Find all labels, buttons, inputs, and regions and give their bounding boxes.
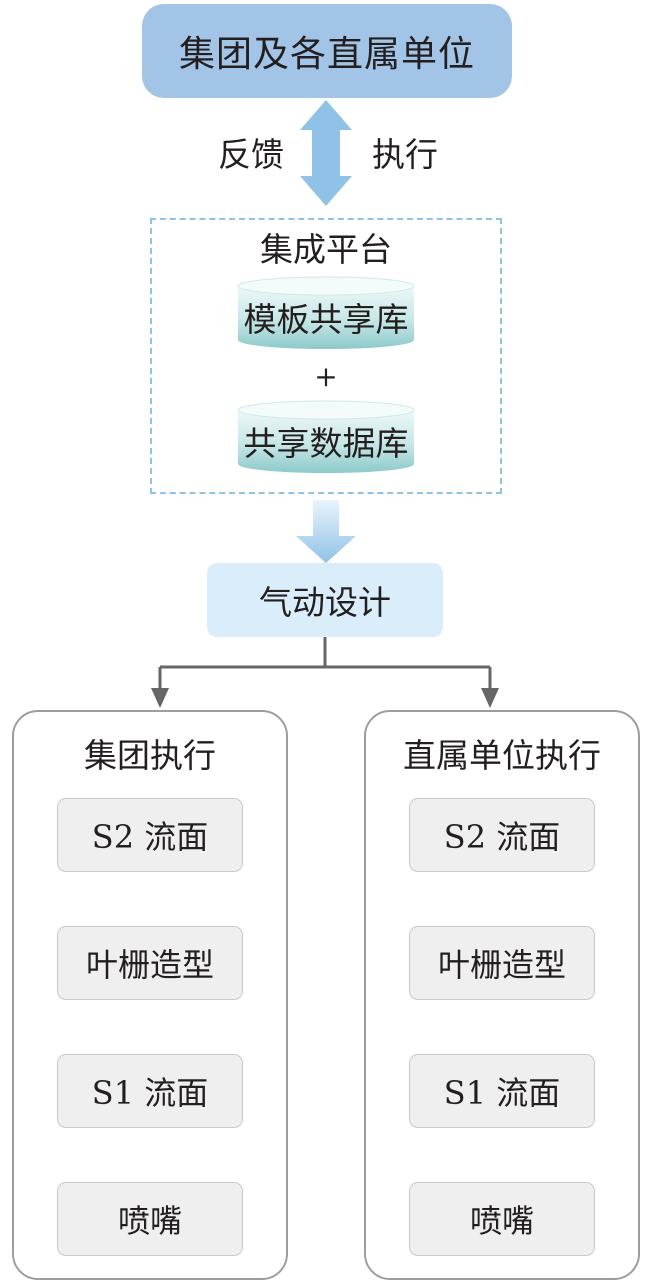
group-execution-title: 集团执行: [84, 736, 216, 775]
subsidiary-step-label: 叶栅造型: [437, 946, 566, 984]
group-step-label: S1 流面: [91, 1074, 209, 1112]
group-and-subsidiaries-label: 集团及各直属单位: [178, 34, 475, 75]
arrowhead-right-panel: [481, 688, 499, 708]
group-step-label: S2 流面: [91, 818, 209, 856]
subsidiary-step-box: S1 流面: [409, 1054, 595, 1128]
template-library-label: 模板共享库: [243, 300, 409, 339]
subsidiary-step-label: 喷嘴: [469, 1202, 534, 1240]
integration-platform-box: [150, 218, 502, 494]
subsidiary-step-box: 喷嘴: [409, 1182, 595, 1256]
shared-database-label: 共享数据库: [243, 424, 409, 463]
split-connector: [158, 637, 492, 690]
subsidiary-execution-title: 直属单位执行: [403, 736, 601, 775]
aerodynamic-design-box: 气动设计: [207, 563, 443, 637]
arrowhead-left-panel: [151, 688, 169, 708]
group-step-label: 喷嘴: [117, 1202, 182, 1240]
aerodynamic-design-label: 气动设计: [259, 583, 391, 622]
bidirectional-arrow: [300, 100, 352, 206]
group-step-box: 喷嘴: [57, 1182, 243, 1256]
integration-platform-title: 集成平台: [260, 230, 392, 269]
database-cylinder-1: [237, 276, 415, 349]
group-step-box: S1 流面: [57, 1054, 243, 1128]
subsidiary-step-label: S1 流面: [443, 1074, 561, 1112]
subsidiary-step-box: S2 流面: [409, 798, 595, 872]
feedback-label: 反馈: [218, 135, 284, 174]
group-step-box: S2 流面: [57, 798, 243, 872]
subsidiary-step-box: 叶栅造型: [409, 926, 595, 1000]
database-cylinder-2: [237, 400, 415, 473]
group-step-box: 叶栅造型: [57, 926, 243, 1000]
group-step-label: 叶栅造型: [85, 946, 214, 984]
down-arrow: [296, 500, 356, 563]
plus-sign: +: [314, 359, 338, 393]
execute-label: 执行: [372, 135, 438, 174]
subsidiary-step-label: S2 流面: [443, 818, 561, 856]
group-and-subsidiaries-box: 集团及各直属单位: [142, 4, 512, 98]
